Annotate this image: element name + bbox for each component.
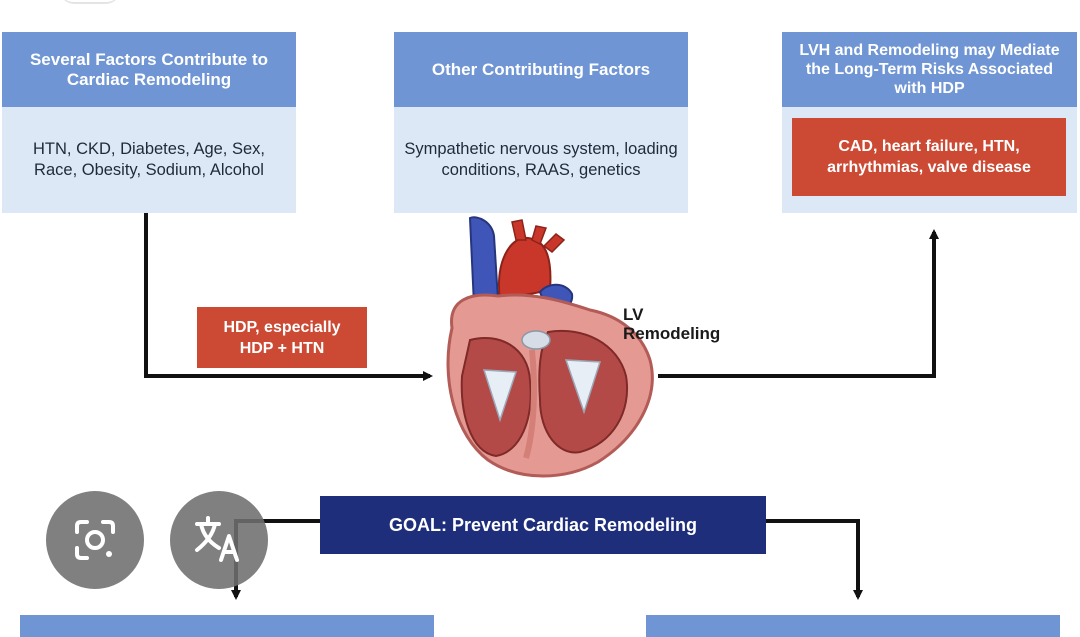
factors-box-body: HTN, CKD, Diabetes, Age, Sex, Race, Obes… (2, 107, 296, 213)
aorta-branch-2 (531, 225, 548, 246)
lvh-risk-badge: CAD, heart failure, HTN, arrhythmias, va… (792, 118, 1066, 196)
top-edge-artifact (60, 0, 120, 4)
other-factors-title: Other Contributing Factors (394, 32, 688, 107)
tricuspid-valve (482, 369, 518, 423)
lv-remodeling-label: LV Remodeling (623, 305, 721, 343)
camera-lens-icon (75, 520, 115, 560)
other-factors-box: Other Contributing Factors Sympathetic n… (394, 32, 688, 213)
arrow-goal-right (764, 519, 863, 600)
aorta-branch-1 (511, 219, 527, 241)
lvh-box: LVH and Remodeling may Mediate the Long-… (782, 32, 1077, 213)
bottom-left-box (20, 615, 434, 637)
septum (523, 349, 537, 459)
lvh-box-title: LVH and Remodeling may Mediate the Long-… (782, 32, 1077, 107)
goal-banner: GOAL: Prevent Cardiac Remodeling (320, 496, 766, 554)
aortic-valve (521, 330, 551, 350)
arrow-factors-to-heart (144, 213, 433, 381)
aorta-branch-3 (542, 233, 566, 253)
other-factors-body: Sympathetic nervous system, loading cond… (394, 107, 688, 213)
factors-box-title: Several Factors Contribute to Cardiac Re… (2, 32, 296, 107)
bottom-right-box (646, 615, 1060, 637)
factors-box: Several Factors Contribute to Cardiac Re… (2, 32, 296, 213)
translate-icon (195, 516, 239, 562)
mitral-valve (564, 359, 602, 415)
superior-vena-cava (468, 216, 500, 307)
arrow-heart-to-lvh (658, 229, 939, 378)
hdp-label: HDP, especially HDP + HTN (197, 307, 367, 368)
translate-button[interactable] (170, 491, 268, 589)
aortic-arch (498, 236, 552, 302)
lens-button[interactable] (46, 491, 144, 589)
